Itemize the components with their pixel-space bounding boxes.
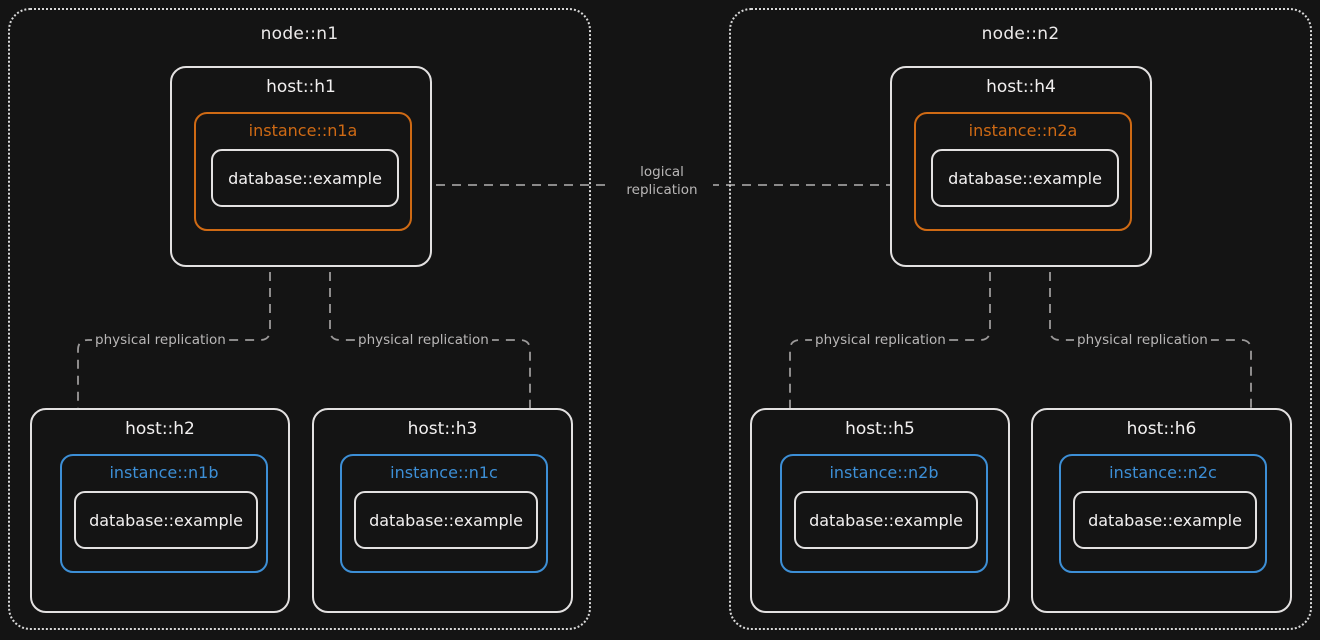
host-title-h3: host::h3 xyxy=(407,419,478,439)
node-cluster-n2[interactable]: node::n2 xyxy=(729,8,1312,630)
edge-label-physical-n2a-n2b: physical replication xyxy=(812,331,949,350)
node-cluster-n1[interactable]: node::n1 xyxy=(8,8,591,630)
database-label: database::example xyxy=(809,510,963,530)
instance-title-n2a: instance::n2a xyxy=(968,121,1078,140)
instance-box-n1b[interactable]: instance::n1b database::example xyxy=(60,454,268,573)
edge-label-physical-n1a-n1c: physical replication xyxy=(355,331,492,350)
host-box-h4[interactable]: host::h4 instance::n2a database::example xyxy=(890,66,1152,267)
database-label: database::example xyxy=(369,510,523,530)
database-label: database::example xyxy=(948,168,1102,188)
database-label: database::example xyxy=(89,510,243,530)
database-label: database::example xyxy=(1088,510,1242,530)
instance-title-n1b: instance::n1b xyxy=(109,463,219,482)
host-title-h4: host::h4 xyxy=(986,77,1056,97)
node-title-n2: node::n2 xyxy=(981,24,1060,44)
database-box-n1c-example[interactable]: database::example xyxy=(354,491,538,549)
edge-label-text: physical replication xyxy=(95,332,226,348)
edge-label-text: physical replication xyxy=(358,332,489,348)
database-box-n2a-example[interactable]: database::example xyxy=(931,149,1119,207)
instance-box-n2c[interactable]: instance::n2c database::example xyxy=(1059,454,1267,573)
instance-title-n2b: instance::n2b xyxy=(829,463,939,482)
edge-label-logical-replication: logical replication xyxy=(611,163,713,200)
database-box-n2b-example[interactable]: database::example xyxy=(794,491,978,549)
instance-box-n1c[interactable]: instance::n1c database::example xyxy=(340,454,548,573)
instance-box-n2a[interactable]: instance::n2a database::example xyxy=(914,112,1132,231)
database-label: database::example xyxy=(228,168,382,188)
edge-label-logical-line1: logical xyxy=(640,164,684,180)
edge-label-physical-n2a-n2c: physical replication xyxy=(1074,331,1211,350)
instance-title-n1a: instance::n1a xyxy=(248,121,358,140)
instance-box-n2b[interactable]: instance::n2b database::example xyxy=(780,454,988,573)
host-title-h2: host::h2 xyxy=(125,419,195,439)
edge-label-text: physical replication xyxy=(1077,332,1208,348)
host-box-h3[interactable]: host::h3 instance::n1c database::example xyxy=(312,408,573,613)
database-box-n1b-example[interactable]: database::example xyxy=(74,491,258,549)
instance-box-n1a[interactable]: instance::n1a database::example xyxy=(194,112,412,231)
edge-label-logical-line2: replication xyxy=(626,182,698,199)
database-box-n2c-example[interactable]: database::example xyxy=(1073,491,1257,549)
host-box-h2[interactable]: host::h2 instance::n1b database::example xyxy=(30,408,290,613)
host-box-h5[interactable]: host::h5 instance::n2b database::example xyxy=(750,408,1010,613)
host-title-h6: host::h6 xyxy=(1126,419,1197,439)
database-box-n1a-example[interactable]: database::example xyxy=(211,149,399,207)
edge-label-text: physical replication xyxy=(815,332,946,348)
node-title-n1: node::n1 xyxy=(260,24,339,44)
instance-title-n1c: instance::n1c xyxy=(390,463,498,482)
host-box-h6[interactable]: host::h6 instance::n2c database::example xyxy=(1031,408,1292,613)
host-title-h5: host::h5 xyxy=(845,419,915,439)
host-title-h1: host::h1 xyxy=(266,77,336,97)
instance-title-n2c: instance::n2c xyxy=(1109,463,1217,482)
host-box-h1[interactable]: host::h1 instance::n1a database::example xyxy=(170,66,432,267)
edge-label-physical-n1a-n1b: physical replication xyxy=(92,331,229,350)
